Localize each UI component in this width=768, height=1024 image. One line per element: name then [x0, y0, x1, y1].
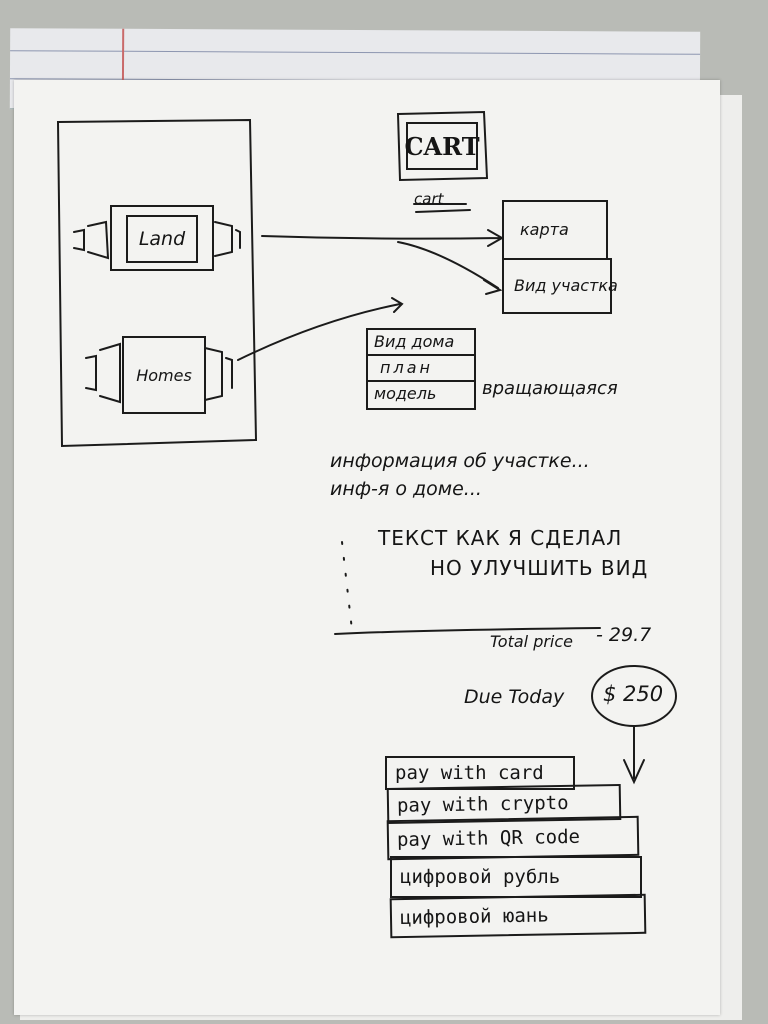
arrow-homes-to-home — [237, 297, 404, 361]
plan-label: план — [380, 358, 433, 377]
plot-view-item[interactable]: Вид участка — [502, 258, 618, 314]
phone-frame — [56, 118, 258, 448]
text-note-line-1: текст как я сделал — [378, 526, 623, 550]
land-card-label: Land — [138, 228, 186, 250]
home-view-item[interactable]: Вид дома — [366, 328, 476, 356]
homes-card-label: Homes — [136, 365, 192, 385]
map-item[interactable]: карта — [502, 200, 608, 260]
cart-title: CART — [404, 122, 480, 170]
rotating-note: вращающаяся — [482, 378, 618, 399]
arrow-land-to-plot — [397, 241, 503, 295]
digital-ruble-button[interactable]: цифровой рубль — [390, 856, 642, 898]
plot-view-label: Вид участка — [514, 276, 618, 295]
homes-card-left-wing — [85, 342, 121, 404]
arrow-land-to-map — [261, 229, 505, 247]
homes-card-right-wing — [204, 347, 233, 401]
land-card-right-wing — [214, 221, 241, 257]
land-panel: карта Вид участка — [502, 200, 618, 316]
dotted-list — [341, 541, 353, 631]
home-view-label: Вид дома — [374, 332, 455, 351]
total-price-label: Total price — [490, 632, 574, 651]
map-label: карта — [520, 220, 569, 239]
land-card-left-wing — [73, 220, 110, 260]
arrow-down-to-payments — [623, 725, 645, 785]
plan-item[interactable]: план — [366, 354, 476, 382]
cart-crossout — [413, 203, 471, 213]
due-today-label: Due Today — [464, 686, 565, 708]
pay-with-card-button[interactable]: pay with card — [385, 756, 575, 790]
due-today-value: $ 250 — [603, 682, 664, 706]
land-card[interactable]: Land — [110, 205, 214, 271]
home-panel: Вид дома план модель — [366, 328, 476, 410]
total-line — [334, 627, 601, 635]
pay-with-qr-button[interactable]: pay with QR code — [386, 815, 640, 861]
text-note-line-2: но улучшить вид — [430, 556, 649, 580]
total-price-value: - 29.7 — [596, 624, 652, 646]
homes-card[interactable]: Homes — [122, 336, 206, 414]
cart-title-text: CART — [404, 131, 480, 161]
model-label: модель — [374, 384, 437, 403]
model-item[interactable]: модель — [366, 380, 476, 410]
digital-yuan-button[interactable]: цифровой юань — [389, 893, 647, 939]
plot-info-line: информация об участке... — [330, 450, 590, 472]
crossed-out-word: cart — [414, 190, 444, 208]
title-outer-frame — [396, 110, 489, 182]
home-info-line: инф-я о доме... — [330, 478, 482, 500]
